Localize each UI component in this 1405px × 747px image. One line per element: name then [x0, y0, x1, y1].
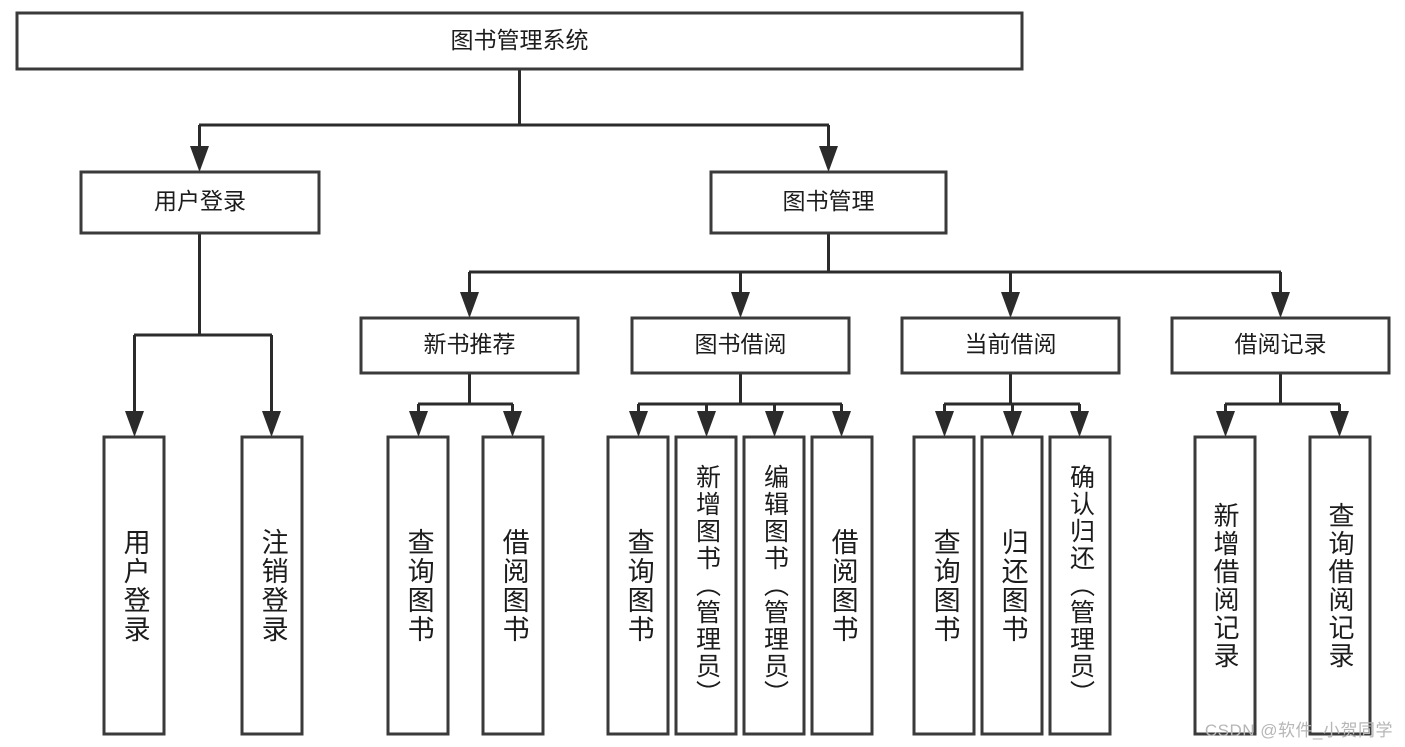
arrowhead-leaf-query-book-cur [935, 411, 954, 437]
root-box[interactable] [15, 11, 1024, 71]
leaf-add-book-box[interactable] [674, 435, 738, 736]
node-current-borrow[interactable]: 当前借阅 [900, 316, 1121, 375]
book-manage-label: 图书管理 [783, 188, 875, 214]
node-book-borrow[interactable]: 图书借阅 [630, 316, 851, 375]
node-user-login[interactable]: 用户登录 [79, 170, 321, 235]
user-login-box[interactable] [79, 170, 321, 235]
leaf-user-logout-box[interactable] [240, 435, 304, 736]
leaf-query-book-bor-box[interactable] [606, 435, 670, 736]
node-book-manage[interactable]: 图书管理 [709, 170, 948, 235]
arrowhead-leaf-query-book-rec [409, 411, 428, 437]
new-book-recommend-label: 新书推荐 [424, 331, 516, 357]
borrow-record-label: 借阅记录 [1235, 331, 1327, 357]
new-book-recommend-box[interactable] [359, 316, 580, 375]
leaf-box-layer [102, 435, 1372, 736]
arrowhead-user-login [190, 146, 209, 172]
arrowhead-current-borrow [1001, 292, 1020, 318]
leaf-return-book-box[interactable] [980, 435, 1044, 736]
book-borrow-label: 图书借阅 [695, 331, 787, 357]
watermark-text: CSDN @软件_小贺同学 [1204, 721, 1393, 740]
user-login-label: 用户登录 [154, 188, 246, 214]
arrowhead-leaf-query-record [1330, 411, 1349, 437]
leaf-borrow-book-bor-box[interactable] [810, 435, 874, 736]
borrow-record-box[interactable] [1170, 316, 1391, 375]
book-borrow-box[interactable] [630, 316, 851, 375]
arrowhead-leaf-add-record [1216, 411, 1235, 437]
arrowhead-leaf-user-login [125, 411, 144, 437]
connector-layer [125, 69, 1349, 437]
arrowhead-leaf-edit-book [765, 411, 784, 437]
leaf-borrow-book-rec-box[interactable] [481, 435, 545, 736]
leaf-confirm-return-box[interactable] [1048, 435, 1112, 736]
leaf-user-login-box[interactable] [102, 435, 166, 736]
arrowhead-leaf-borrow-book-rec [503, 411, 522, 437]
arrowhead-borrow-record [1271, 292, 1290, 318]
arrowhead-book-borrow [731, 292, 750, 318]
book-manage-box[interactable] [709, 170, 948, 235]
leaf-query-book-rec-box[interactable] [386, 435, 450, 736]
arrowhead-leaf-query-book-bor [629, 411, 648, 437]
node-new-book-recommend[interactable]: 新书推荐 [359, 316, 580, 375]
current-borrow-label: 当前借阅 [965, 331, 1057, 357]
leaf-add-record-box[interactable] [1193, 435, 1257, 736]
arrowhead-leaf-confirm-return [1070, 411, 1089, 437]
leaf-query-record-box[interactable] [1308, 435, 1372, 736]
leaf-query-book-cur-box[interactable] [912, 435, 976, 736]
node-borrow-record[interactable]: 借阅记录 [1170, 316, 1391, 375]
current-borrow-box[interactable] [900, 316, 1121, 375]
arrowhead-new-book-recommend [460, 292, 479, 318]
arrowhead-leaf-borrow-book-bor [832, 411, 851, 437]
node-root[interactable]: 图书管理系统 [15, 11, 1024, 71]
leaf-edit-book-box[interactable] [742, 435, 806, 736]
arrowhead-book-manage [819, 146, 838, 172]
root-label: 图书管理系统 [451, 27, 589, 53]
arrowhead-leaf-add-book [697, 411, 716, 437]
arrowhead-leaf-user-logout [262, 411, 281, 437]
arrowhead-leaf-return-book [1003, 411, 1022, 437]
